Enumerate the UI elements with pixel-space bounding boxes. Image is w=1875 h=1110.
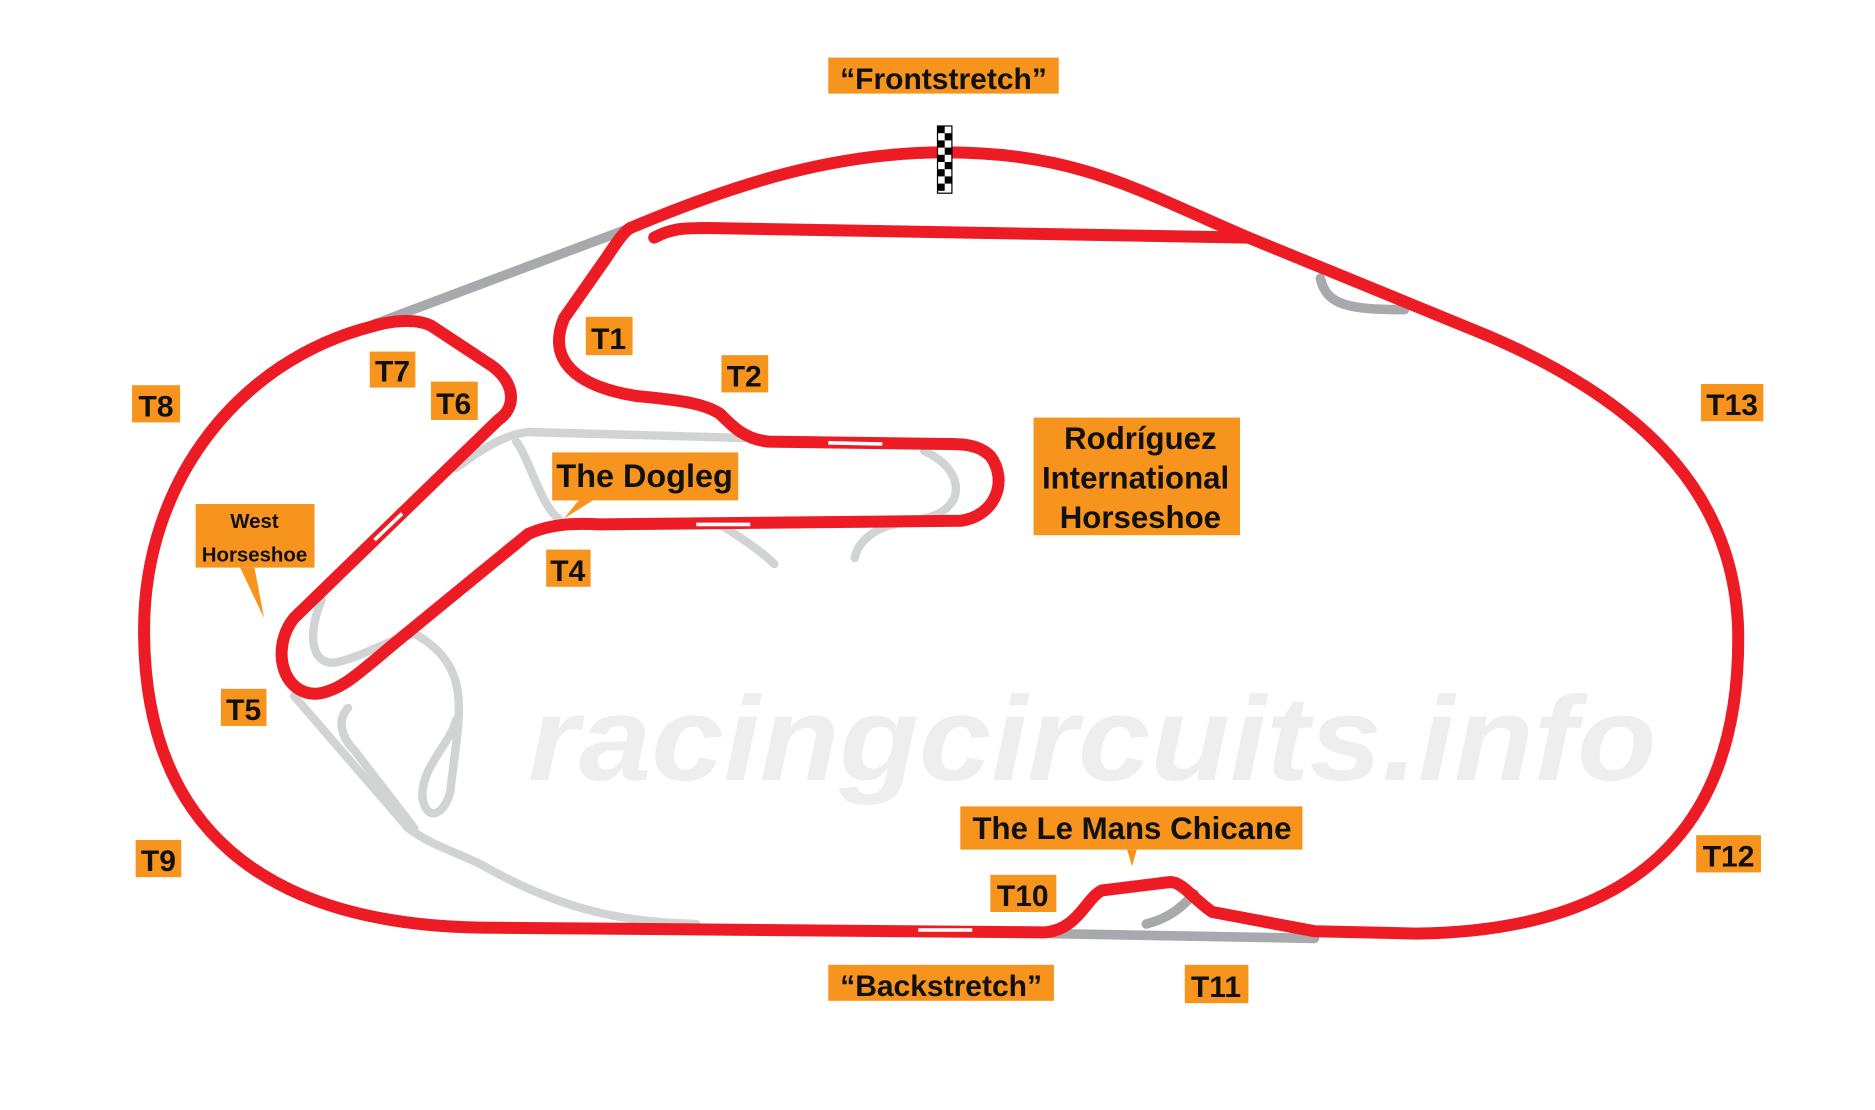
svg-text:Horseshoe: Horseshoe bbox=[1060, 500, 1221, 535]
label-t1: T1 bbox=[585, 316, 633, 356]
label-t6: T6 bbox=[430, 381, 478, 421]
svg-text:Horseshoe: Horseshoe bbox=[202, 545, 307, 567]
svg-text:T11: T11 bbox=[1191, 971, 1241, 1004]
infield-road bbox=[920, 447, 960, 523]
label-t10: T10 bbox=[990, 874, 1057, 913]
label-t11: T11 bbox=[1184, 964, 1249, 1004]
label-west-horseshoe: West Horseshoe bbox=[195, 504, 315, 618]
infield-straight bbox=[648, 222, 1255, 244]
infield-road bbox=[850, 520, 899, 563]
checkered-flag-icon bbox=[936, 125, 953, 194]
svg-text:Rodríguez: Rodríguez bbox=[1064, 421, 1216, 456]
infield-road bbox=[451, 427, 749, 473]
svg-text:T6: T6 bbox=[436, 388, 471, 421]
svg-text:T5: T5 bbox=[226, 694, 261, 727]
road-course bbox=[138, 146, 1745, 940]
svg-text:T10: T10 bbox=[997, 880, 1049, 913]
label-t7: T7 bbox=[369, 351, 416, 389]
label-t5: T5 bbox=[220, 688, 267, 727]
svg-text:The Dogleg: The Dogleg bbox=[556, 458, 732, 494]
direction-arrow-icon bbox=[828, 441, 883, 446]
direction-arrow-icon bbox=[767, 173, 817, 189]
label-le-mans-chicane: The Le Mans Chicane bbox=[960, 806, 1303, 867]
infield-road bbox=[716, 520, 779, 569]
svg-text:T2: T2 bbox=[727, 360, 762, 393]
infield-road bbox=[308, 595, 419, 667]
infield-road bbox=[289, 691, 701, 929]
label-dogleg: The Dogleg bbox=[552, 452, 739, 519]
svg-text:“Frontstretch”: “Frontstretch” bbox=[840, 63, 1047, 96]
label-rodriguez-horseshoe: Rodríguez International Horseshoe bbox=[1033, 417, 1240, 536]
track bbox=[138, 146, 1745, 940]
apron-road bbox=[1045, 928, 1320, 944]
svg-text:International: International bbox=[1042, 460, 1229, 495]
svg-text:T9: T9 bbox=[141, 845, 176, 878]
svg-text:T8: T8 bbox=[139, 390, 174, 423]
svg-text:T13: T13 bbox=[1706, 389, 1758, 422]
apron-road bbox=[369, 223, 636, 329]
label-t8: T8 bbox=[132, 385, 181, 423]
svg-text:T1: T1 bbox=[591, 323, 626, 356]
svg-text:T4: T4 bbox=[550, 555, 585, 588]
svg-text:T12: T12 bbox=[1703, 840, 1755, 873]
label-frontstretch: “Frontstretch” bbox=[828, 57, 1059, 96]
direction-arrows bbox=[373, 173, 973, 932]
label-t12: T12 bbox=[1696, 835, 1761, 873]
label-t13: T13 bbox=[1700, 384, 1764, 422]
svg-text:The Le Mans Chicane: The Le Mans Chicane bbox=[972, 811, 1291, 846]
label-backstretch: “Backstretch” bbox=[828, 964, 1054, 1003]
infield-road bbox=[511, 437, 563, 523]
label-t2: T2 bbox=[721, 355, 769, 393]
label-t4: T4 bbox=[546, 549, 591, 588]
svg-text:T7: T7 bbox=[375, 356, 410, 389]
svg-text:“Backstretch”: “Backstretch” bbox=[840, 970, 1042, 1003]
apron-road bbox=[1315, 273, 1410, 315]
watermark: racingcircuits.info bbox=[528, 672, 1656, 806]
label-t9: T9 bbox=[135, 840, 182, 878]
direction-arrow-icon bbox=[373, 512, 404, 542]
infield-road bbox=[409, 629, 464, 818]
infield-road bbox=[337, 703, 419, 833]
svg-text:West: West bbox=[230, 511, 279, 533]
